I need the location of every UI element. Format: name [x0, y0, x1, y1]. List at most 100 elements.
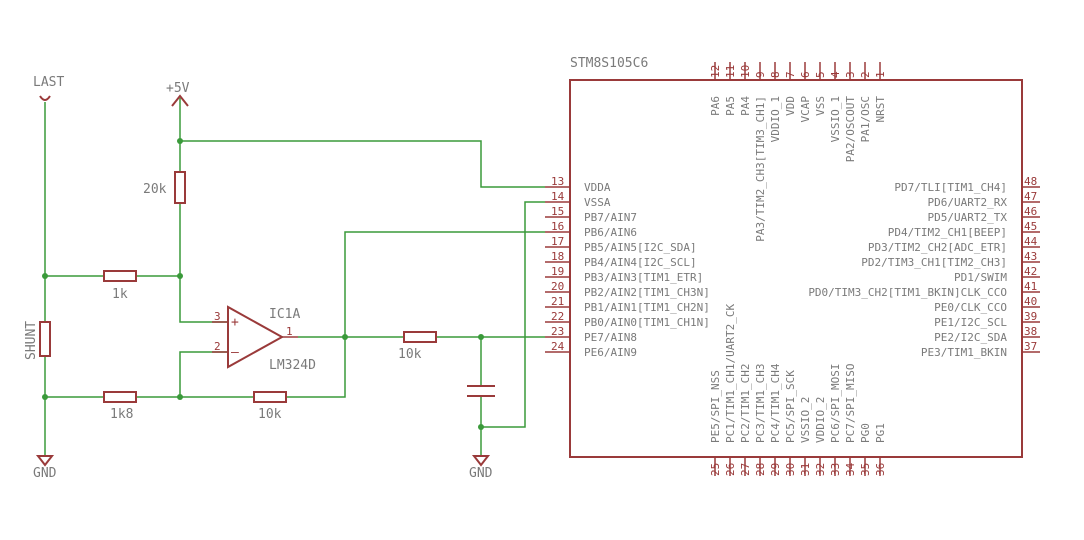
mcu-top-pins: 12PA611PA510PA49PA3/TIM2_CH3[TIM3_CH1]8V… [709, 62, 887, 242]
mcu-pin-18-label: PB4/AIN4[I2C_SCL] [584, 256, 697, 269]
mcu-pin-36-num: 36 [874, 463, 887, 476]
resistor-20k-label: 20k [143, 182, 167, 197]
mcu-pin-16-label: PB6/AIN6 [584, 226, 637, 239]
mcu-pin-24-label: PE6/AIN9 [584, 346, 637, 359]
mcu-pin-31-label: VSSIO_2 [799, 397, 812, 443]
mcu-pin-2-label: PA1/OSC [859, 96, 872, 142]
mcu-pin-24-num: 24 [551, 340, 565, 353]
mcu-body [569, 79, 1023, 458]
last-symbol-icon [39, 95, 51, 101]
mcu-pin-31-num: 31 [799, 463, 812, 476]
mcu-pin-5-num: 5 [814, 71, 827, 78]
mcu-pin-9-num: 9 [754, 71, 767, 78]
opamp-minus-sign: – [231, 345, 239, 360]
mcu-pin-3-label: PA2/OSCOUT [844, 96, 857, 163]
wire-ref [179, 203, 228, 323]
mcu-pin-22-num: 22 [551, 310, 564, 323]
mcu-pin-22-label: PB0/AIN0[TIM1_CH1N] [584, 316, 710, 329]
mcu-right-pins: 48PD7/TLI[TIM1_CH4]47PD6/UART2_RX46PD5/U… [808, 175, 1040, 359]
mcu-pin-45-num: 45 [1024, 220, 1037, 233]
mcu-pin-4-num: 4 [829, 71, 842, 78]
mcu-pin-38-label: PE2/I2C_SDA [934, 331, 1007, 344]
mcu-pin-11-label: PA5 [724, 96, 737, 116]
last-connector: LAST [33, 75, 64, 101]
wire-vssa [481, 201, 545, 428]
mcu-pin-40-num: 40 [1024, 295, 1037, 308]
mcu-pin-38-num: 38 [1024, 325, 1037, 338]
mcu-pin-23-label: PE7/AIN8 [584, 331, 637, 344]
capacitor [467, 385, 495, 397]
mcu-pin-19-label: PB3/AIN3[TIM1_ETR] [584, 271, 703, 284]
mcu-pin-39-label: PE1/I2C_SCL [934, 316, 1007, 329]
mcu-pin-10-num: 10 [739, 65, 752, 78]
mcu-pin-25-num: 25 [709, 463, 722, 476]
mcu-pin-16-num: 16 [551, 220, 564, 233]
opamp-plus-sign: + [231, 315, 239, 330]
vcc-label: +5V [166, 81, 190, 96]
mcu-pin-7-num: 7 [784, 71, 797, 78]
junction-cap [478, 334, 484, 340]
mcu-pin-18-num: 18 [551, 250, 564, 263]
resistor-10k-feedback: 10k [253, 391, 287, 422]
mcu-pin-8-label: VDDIO_1 [769, 96, 782, 142]
opamp-triangle-icon [227, 305, 285, 369]
mcu-pin-11-num: 11 [724, 65, 737, 78]
resistor-shunt-label: SHUNT [24, 321, 39, 360]
resistor-20k-body [174, 171, 186, 204]
mcu-pin-20-num: 20 [551, 280, 564, 293]
mcu-pin-17-num: 17 [551, 235, 564, 248]
mcu-pin-48-num: 48 [1024, 175, 1037, 188]
resistor-1k-label: 1k [112, 287, 128, 302]
mcu-pin-34-label: PC7/SPI_MISO [844, 364, 857, 443]
gnd-cap: GND [469, 455, 493, 481]
mcu-pin-43-label: PD2/TIM3_CH1[TIM2_CH3] [861, 256, 1007, 269]
mcu-pin-9-label: PA3/TIM2_CH3[TIM3_CH1] [754, 96, 767, 242]
mcu-pin-41-label: PD0/TIM3_CH2[TIM1_BKIN]CLK_CCO [808, 286, 1007, 299]
resistor-1k8-body [103, 391, 137, 403]
mcu-pin-6-label: VCAP [799, 96, 812, 123]
junction-shunt-low [42, 394, 48, 400]
mcu-pin-28-num: 28 [754, 463, 767, 476]
wire-vdda [180, 140, 545, 188]
vcc-supply: +5V [166, 81, 190, 107]
mcu-pin-27-num: 27 [739, 463, 752, 476]
mcu-pin-41-num: 41 [1024, 280, 1037, 293]
mcu-pin-13-label: VDDA [584, 181, 611, 194]
junction-gnd [478, 424, 484, 430]
mcu-pin-10-label: PA4 [739, 96, 752, 116]
mcu-pin-30-num: 30 [784, 463, 797, 476]
mcu-pin-44-label: PD3/TIM2_CH2[ADC_ETR] [868, 241, 1007, 254]
mcu-pin-15-label: PB7/AIN7 [584, 211, 637, 224]
mcu-pin-40-label: PE0/CLK_CCO [934, 301, 1007, 314]
mcu-pin-28-label: PC3/TIM1_CH3 [754, 364, 767, 443]
resistor-1k: 1k [103, 270, 137, 302]
junctions [42, 138, 484, 430]
wire-minus [179, 351, 228, 397]
mcu-pin-46-num: 46 [1024, 205, 1037, 218]
mcu-pin-29-num: 29 [769, 463, 782, 476]
mcu-pin-44-num: 44 [1024, 235, 1038, 248]
resistor-1k8: 1k8 [103, 391, 137, 422]
mcu-pin-48-label: PD7/TLI[TIM1_CH4] [894, 181, 1007, 194]
mcu-pin-45-label: PD4/TIM2_CH1[BEEP] [888, 226, 1007, 239]
mcu-pin-4-label: VSSIO_1 [829, 96, 842, 142]
mcu-pin-7-label: VDD [784, 96, 797, 116]
mcu-pin-42-num: 42 [1024, 265, 1037, 278]
mcu-pin-27-label: PC2/TIM1_CH2 [739, 364, 752, 443]
mcu-pin-8-num: 8 [769, 71, 782, 78]
mcu-pin-3-num: 3 [844, 71, 857, 78]
resistor-1k8-label: 1k8 [110, 407, 133, 422]
mcu-pin-13-num: 13 [551, 175, 564, 188]
mcu-pin-1-num: 1 [874, 71, 887, 78]
mcu-pin-14-num: 14 [551, 190, 565, 203]
mcu-pin-20-label: PB2/AIN2[TIM1_CH3N] [584, 286, 710, 299]
mcu-pin-12-num: 12 [709, 65, 722, 78]
mcu-pin-32-label: VDDIO_2 [814, 397, 827, 443]
mcu-pin-37-label: PE3/TIM1_BKIN [921, 346, 1007, 359]
gnd-left-label: GND [33, 466, 57, 481]
mcu-pin-6-num: 6 [799, 71, 812, 78]
junction-out [342, 334, 348, 340]
mcu-pin-32-num: 32 [814, 463, 827, 476]
resistor-shunt-body [39, 321, 51, 357]
